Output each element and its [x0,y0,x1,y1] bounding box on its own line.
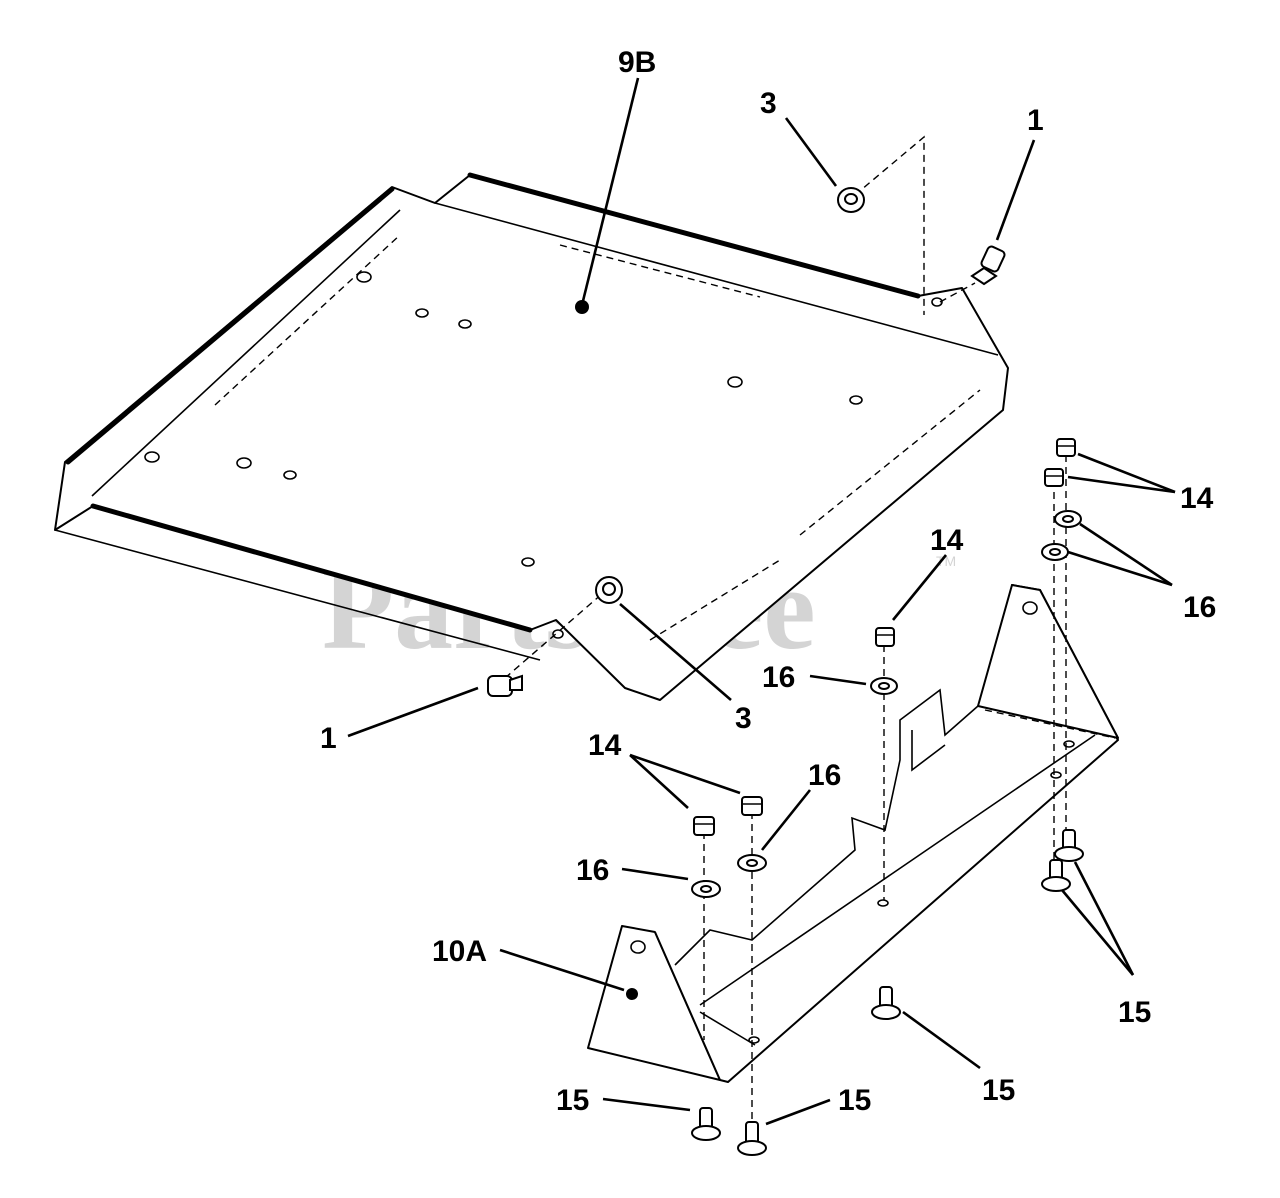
washer-16-right-b [1041,543,1069,561]
hole [144,451,160,463]
washer-16-left-a [691,880,721,898]
callout-16-left-upper: 16 [808,759,841,792]
bolt-1-bottom [487,674,523,697]
callout-1-bottom: 1 [320,722,337,755]
nut-14-mid [875,627,895,647]
hole [552,629,564,639]
callout-3-bottom: 3 [735,702,752,735]
nut-3-top [837,187,865,213]
hole [521,557,535,567]
callout-1-top: 1 [1027,104,1044,137]
screw-15-right-a [1054,829,1084,862]
hole [1022,601,1038,615]
hole [748,1036,760,1044]
callout-14-right: 14 [1180,482,1214,515]
washer-16-right-a [1054,510,1082,528]
callout-3-top: 3 [760,87,777,120]
watermark-trademark: TM [936,553,956,569]
top-plate-part-9b [54,172,1009,701]
hole [849,395,863,405]
bracket-part-10a [587,584,1119,1083]
callout-15-bottom-center: 15 [838,1084,871,1117]
nut-3-bottom [595,576,623,604]
nut-14-left-b [741,796,763,816]
screw-15-bottom-center [737,1121,767,1156]
hole [931,297,943,307]
callout-15-bottom-left: 15 [556,1084,589,1117]
callout-15-right: 15 [1118,996,1151,1029]
callout-15-mid: 15 [982,1074,1015,1107]
screw-15-right-b [1041,859,1071,892]
callout-labels: 9B 3 1 14 16 14 16 3 1 14 16 16 10A 15 1… [320,46,1216,1117]
bolt-1-top [970,245,1006,286]
hole [458,319,472,329]
hole [356,271,372,283]
hole [283,470,297,480]
callout-14-left: 14 [588,729,622,762]
callout-10a: 10A [432,935,487,968]
screw-15-bottom-left [691,1107,721,1141]
callout-16-right: 16 [1183,591,1216,624]
washer-16-left-b [737,854,767,872]
hole [1050,771,1062,779]
nut-14-left-a [693,816,715,836]
nut-14-right-b [1044,468,1064,487]
callout-16-mid: 16 [762,661,795,694]
hole [727,376,743,388]
callout-16-left-lower: 16 [576,854,609,887]
leader-lines [347,77,1176,1126]
screw-15-mid [871,986,901,1020]
hole [236,457,252,469]
hole [415,308,429,318]
hole [630,940,646,954]
callout-9b: 9B [618,46,656,79]
washer-16-mid [870,677,898,695]
nut-14-right-a [1056,438,1076,457]
reference-dot-10a [626,988,638,1000]
callout-14-mid: 14 [930,524,964,557]
hole [877,899,889,907]
